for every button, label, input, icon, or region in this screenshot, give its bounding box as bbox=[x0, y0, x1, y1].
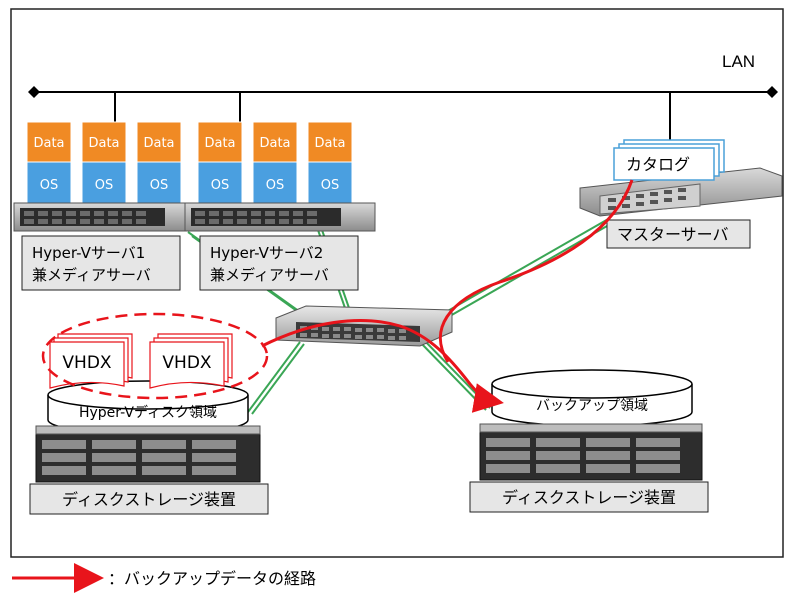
vm-5: Data OS bbox=[252, 121, 298, 205]
vhdx-file-icon-2: VHDX bbox=[149, 333, 233, 389]
master-server-label-box: マスターサーバ bbox=[606, 219, 751, 249]
hyperv-disk-area-label: Hyper-Vディスク領域 bbox=[79, 404, 217, 421]
hyperv2-server-icon bbox=[184, 202, 376, 232]
right-storage-label-box: ディスクストレージ装置 bbox=[469, 481, 709, 513]
lan-bus bbox=[28, 86, 778, 148]
vm-data-label: Data bbox=[88, 136, 119, 151]
vm-3: Data OS bbox=[136, 121, 182, 205]
vhdx-label-1: VHDX bbox=[62, 353, 112, 373]
right-storage-label: ディスクストレージ装置 bbox=[502, 488, 676, 507]
backup-area-cylinder: バックアップ領域 bbox=[491, 369, 693, 427]
lan-right-end-icon bbox=[766, 86, 778, 98]
vm-data-label: Data bbox=[259, 136, 290, 151]
backup-path-from-vhdx bbox=[261, 318, 504, 413]
hyperv2-label-line2: 兼メディアサーバ bbox=[210, 266, 329, 284]
backup-area-label: バックアップ領域 bbox=[536, 397, 648, 414]
hyperv1-label-box: Hyper-Vサーバ1 兼メディアサーバ bbox=[21, 235, 181, 291]
lan-left-end-icon bbox=[28, 86, 40, 98]
vm-os-label: OS bbox=[266, 178, 284, 193]
hyperv1-label-line2: 兼メディアサーバ bbox=[32, 266, 151, 284]
hyperv2-label-box: Hyper-Vサーバ2 兼メディアサーバ bbox=[199, 235, 359, 291]
hyperv2-label-line1: Hyper-Vサーバ2 bbox=[210, 244, 323, 262]
vm-data-label: Data bbox=[143, 136, 174, 151]
vm-2: Data OS bbox=[81, 121, 127, 205]
hyperv1-server-icon bbox=[13, 202, 190, 232]
left-storage-device-icon bbox=[35, 425, 261, 483]
master-server-icon bbox=[579, 167, 783, 217]
vm-4: Data OS bbox=[197, 121, 243, 205]
catalog-icon: カタログ bbox=[613, 139, 725, 181]
vm-6: Data OS bbox=[307, 121, 353, 205]
vhdx-label-2: VHDX bbox=[162, 353, 212, 373]
left-storage-label: ディスクストレージ装置 bbox=[62, 490, 236, 509]
vm-os-label: OS bbox=[95, 178, 113, 193]
left-storage-label-box: ディスクストレージ装置 bbox=[29, 483, 269, 515]
vhdx-file-icon-1: VHDX bbox=[49, 333, 133, 389]
vm-os-label: OS bbox=[150, 178, 168, 193]
vm-data-label: Data bbox=[314, 136, 345, 151]
backup-path-from-catalog bbox=[438, 179, 634, 363]
legend: ：バックアップデータの経路 bbox=[12, 563, 316, 593]
vm-data-label: Data bbox=[204, 136, 235, 151]
catalog-label: カタログ bbox=[626, 155, 690, 174]
hyperv-disk-area-cylinder: Hyper-Vディスク領域 bbox=[47, 380, 249, 435]
hyperv1-label-line1: Hyper-Vサーバ1 bbox=[32, 244, 145, 262]
vm-os-label: OS bbox=[211, 178, 229, 193]
master-server-label: マスターサーバ bbox=[617, 225, 729, 244]
vm-1: Data OS bbox=[26, 121, 72, 205]
right-storage-device-icon bbox=[479, 423, 703, 481]
hyperv1-vms: Data OS Data OS Data OS bbox=[26, 121, 182, 205]
vm-data-label: Data bbox=[33, 136, 64, 151]
vm-os-label: OS bbox=[40, 178, 58, 193]
lan-label: LAN bbox=[722, 52, 755, 71]
hyperv2-vms: Data OS Data OS Data OS bbox=[197, 121, 353, 205]
vm-os-label: OS bbox=[321, 178, 339, 193]
vhdx-highlight-ellipse bbox=[41, 312, 269, 400]
legend-text: ：バックアップデータの経路 bbox=[108, 569, 316, 588]
